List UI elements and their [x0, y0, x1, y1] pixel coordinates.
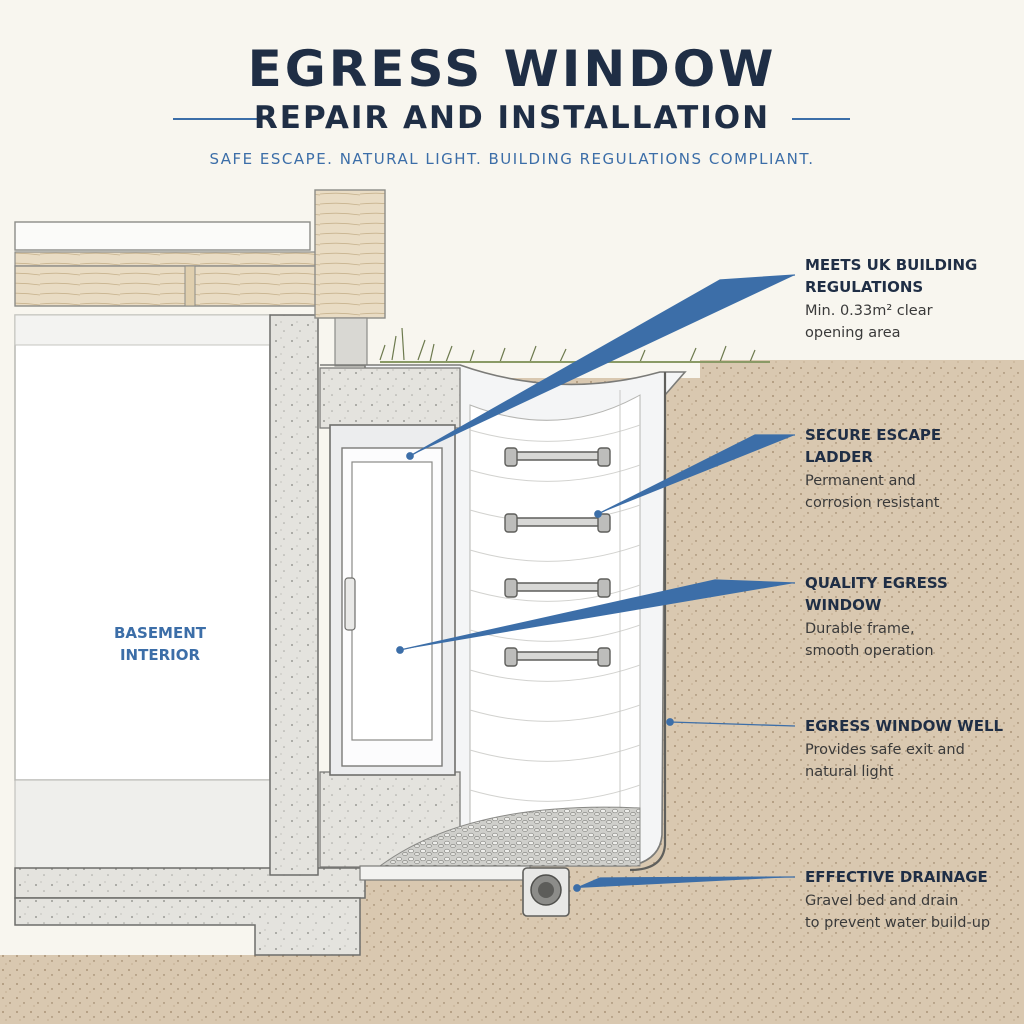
basement-room	[14, 314, 271, 871]
leader-lines	[396, 274, 796, 892]
callout-heading: EFFECTIVE DRAINAGE	[805, 868, 988, 886]
callout-body: Durable frame,smooth operation	[805, 621, 934, 659]
leader-line-window	[399, 579, 796, 651]
gravel-bed	[378, 806, 641, 867]
title: EGRESS WINDOW	[247, 40, 777, 98]
basement-label-line1: BASEMENT	[113, 624, 207, 642]
right-divider	[792, 118, 850, 120]
basement-label-line2: INTERIOR	[119, 646, 201, 664]
leader-line-drainage	[576, 876, 796, 889]
foundation-wall	[269, 314, 319, 876]
floor-slab-and-footing	[14, 867, 366, 956]
callout-window-well: EGRESS WINDOW WELL Provides safe exit an…	[805, 715, 1010, 783]
subtitle: REPAIR AND INSTALLATION	[253, 100, 771, 136]
ladder-rung	[506, 651, 610, 661]
escape-ladder	[504, 447, 611, 667]
drain	[359, 865, 570, 917]
grass	[379, 327, 770, 363]
ladder-rung	[506, 517, 610, 527]
ladder-rung	[506, 582, 610, 592]
egress-window	[329, 424, 456, 776]
left-divider	[173, 118, 261, 120]
floor-joists	[14, 189, 386, 367]
tagline: SAFE ESCAPE. NATURAL LIGHT. BUILDING REG…	[209, 150, 815, 168]
leader-line-ladder	[597, 434, 795, 515]
basement-interior-label: BASEMENT INTERIOR	[95, 622, 225, 666]
leader-line-well	[669, 721, 796, 727]
callout-heading: EGRESS WINDOW WELL	[805, 717, 1004, 735]
leader-line-regulations	[409, 274, 796, 457]
ladder-rung	[506, 451, 610, 461]
